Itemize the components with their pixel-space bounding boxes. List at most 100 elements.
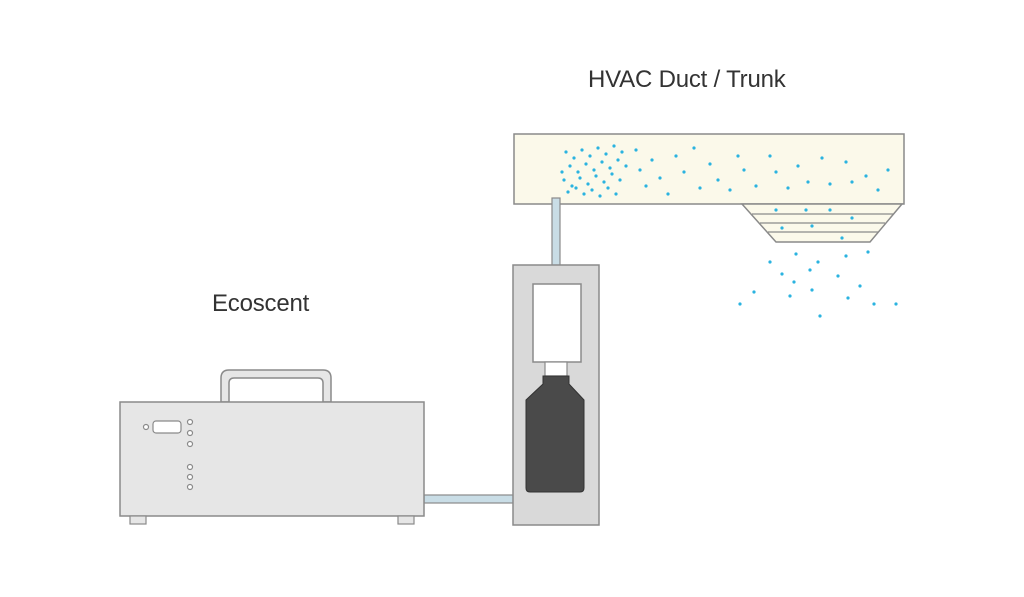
scent-particle <box>808 268 812 272</box>
scent-particle <box>818 314 822 318</box>
scent-particle <box>850 180 854 184</box>
duct-trunk <box>513 133 905 205</box>
scent-particle <box>858 284 862 288</box>
scent-particle <box>566 190 570 194</box>
scent-particle <box>844 254 848 258</box>
scent-particle <box>572 156 576 160</box>
scent-particle <box>792 280 796 284</box>
device-control-panel <box>142 418 194 491</box>
scent-particle <box>612 144 616 148</box>
scent-particle <box>598 194 602 198</box>
scent-particle <box>606 186 610 190</box>
scent-particle <box>796 164 800 168</box>
scent-particle <box>806 180 810 184</box>
scent-particle <box>624 164 628 168</box>
scent-particle <box>840 236 844 240</box>
scent-bottle-icon <box>525 375 585 493</box>
scent-particle <box>866 250 870 254</box>
scent-particle <box>600 160 604 164</box>
scent-particle <box>736 154 740 158</box>
scent-particle <box>872 302 876 306</box>
scent-particle <box>614 192 618 196</box>
scent-particle <box>794 252 798 256</box>
scent-particle <box>610 172 614 176</box>
scent-particles <box>560 144 898 318</box>
scent-particle <box>580 148 584 152</box>
device-label: Ecoscent <box>212 290 310 317</box>
device-handle <box>220 369 332 403</box>
scent-particle <box>846 296 850 300</box>
scent-particle <box>666 192 670 196</box>
scent-particle <box>604 152 608 156</box>
scent-particle <box>616 158 620 162</box>
ecoscent-device <box>119 369 425 525</box>
scent-particle <box>562 178 566 182</box>
scent-particle <box>774 208 778 212</box>
duct-vent-grille <box>740 203 904 243</box>
control-button-icon <box>186 440 194 448</box>
scent-particle <box>644 184 648 188</box>
scent-particle <box>578 176 582 180</box>
scent-particle <box>816 260 820 264</box>
scent-particle <box>588 154 592 158</box>
device-foot-right <box>397 515 415 525</box>
control-button-icon <box>186 429 194 437</box>
scent-particle <box>698 186 702 190</box>
power-indicator-icon <box>142 423 150 431</box>
scent-particle <box>586 182 590 186</box>
hvac-duct <box>513 133 905 243</box>
cartridge-top-module <box>532 283 582 363</box>
control-button-icon <box>186 473 194 481</box>
scent-particle <box>752 290 756 294</box>
scent-particle <box>780 226 784 230</box>
scent-particle <box>788 294 792 298</box>
scent-particle <box>810 288 814 292</box>
duct-label: HVAC Duct / Trunk <box>588 66 786 93</box>
scent-particle <box>876 188 880 192</box>
scent-particle <box>774 170 778 174</box>
scent-particle <box>708 162 712 166</box>
scent-particle <box>608 166 612 170</box>
scent-particle <box>786 186 790 190</box>
scent-particle <box>810 224 814 228</box>
scent-particle <box>820 156 824 160</box>
control-button-icon <box>186 418 194 426</box>
scent-particle <box>568 164 572 168</box>
scent-particle <box>582 192 586 196</box>
scent-particle <box>828 182 832 186</box>
scent-particle <box>836 274 840 278</box>
scent-particle <box>638 168 642 172</box>
scent-particle <box>828 208 832 212</box>
scent-particle <box>692 146 696 150</box>
scent-particle <box>716 178 720 182</box>
scent-particle <box>602 180 606 184</box>
scent-particle <box>682 170 686 174</box>
scent-particle <box>584 162 588 166</box>
scent-particle <box>850 216 854 220</box>
scent-particle <box>864 174 868 178</box>
scent-particle <box>594 174 598 178</box>
scent-particle <box>618 178 622 182</box>
scent-particle <box>564 150 568 154</box>
control-button-icon <box>186 463 194 471</box>
scent-particle <box>754 184 758 188</box>
scent-particle <box>738 302 742 306</box>
scent-particle <box>728 188 732 192</box>
scent-particle <box>768 260 772 264</box>
device-foot-left <box>129 515 147 525</box>
scent-particle <box>590 188 594 192</box>
scent-particle <box>894 302 898 306</box>
scent-particle <box>658 176 662 180</box>
scent-particle <box>886 168 890 172</box>
scent-particle <box>844 160 848 164</box>
scent-particle <box>742 168 746 172</box>
scent-particle <box>780 272 784 276</box>
device-display <box>152 420 182 434</box>
scent-particle <box>576 170 580 174</box>
scent-particle <box>804 208 808 212</box>
scent-particle <box>768 154 772 158</box>
scent-particle <box>560 170 564 174</box>
device-body <box>119 401 425 517</box>
scent-particle <box>674 154 678 158</box>
